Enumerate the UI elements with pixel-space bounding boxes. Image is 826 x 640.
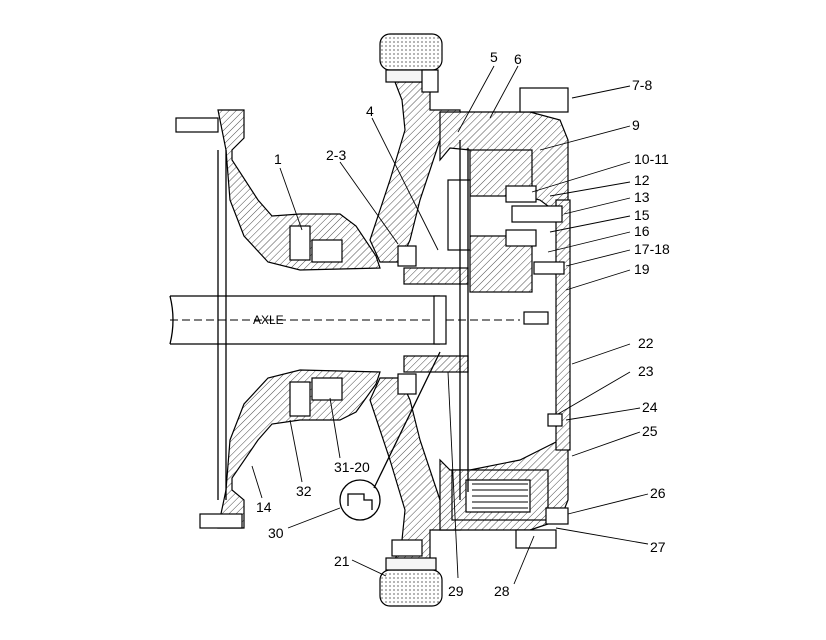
callout-31-20: 31-20 [334,459,370,475]
callout-7-8: 7-8 [632,77,652,93]
callout-27: 27 [650,539,666,555]
callout-15: 15 [634,207,650,223]
callout-25: 25 [642,423,658,439]
leader-lines [251,65,649,585]
callout-23: 23 [638,363,654,379]
bolts [391,69,569,557]
callout-30: 30 [268,525,284,541]
spindle-flange [175,109,381,529]
callout-labels: 1 2-3 4 5 6 7-8 9 10-11 12 13 15 16 17-1… [256,49,670,599]
callout-32: 32 [296,483,312,499]
callout-16: 16 [634,223,650,239]
callout-6: 6 [514,51,522,67]
callout-22: 22 [638,335,654,351]
callout-17-18: 17-18 [634,241,670,257]
callout-29: 29 [448,583,464,599]
callout-28: 28 [494,583,510,599]
callout-19: 19 [634,261,650,277]
callout-5: 5 [490,49,498,65]
callout-13: 13 [634,189,650,205]
callout-24: 24 [642,399,658,415]
callout-21: 21 [334,553,350,569]
center-coupling [403,140,469,500]
callout-14: 14 [256,499,272,515]
axle-shaft [169,295,520,345]
callout-2-3: 2-3 [326,147,346,163]
bearings [289,185,537,417]
gear-set [447,149,549,521]
axle-label: AXLE [253,313,284,327]
callout-10-11: 10-11 [634,151,669,167]
callout-4: 4 [366,103,374,119]
callout-26: 26 [650,485,666,501]
callout-1: 1 [274,151,282,167]
detail-circle-30 [339,351,441,521]
callout-12: 12 [634,172,650,188]
callout-9: 9 [632,117,640,133]
